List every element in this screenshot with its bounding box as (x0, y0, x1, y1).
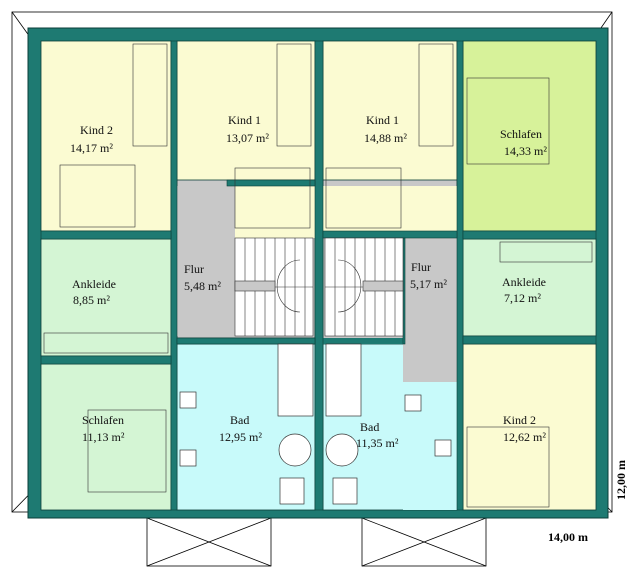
room-area: 5,17 m² (410, 277, 447, 291)
balcony-right (361, 517, 487, 567)
bath-fixtures (179, 343, 452, 505)
room-name: Schlafen (500, 127, 542, 141)
stairs-left (234, 237, 314, 337)
dimension-labels: 14,00 m 12,00 m (548, 460, 628, 544)
room-name: Kind 2 (503, 413, 536, 427)
room-name: Kind 1 (228, 113, 261, 127)
room-name: Ankleide (72, 277, 116, 291)
room-area: 7,12 m² (504, 291, 541, 305)
room-area: 14,88 m² (364, 131, 407, 145)
room-name: Bad (360, 420, 379, 434)
width-dimension: 14,00 m (548, 530, 588, 544)
beds (59, 77, 550, 508)
room-area: 8,85 m² (73, 293, 110, 307)
room-area: 12,62 m² (503, 430, 546, 444)
room-labels: Kind 2 14,17 m² Kind 1 13,07 m² Kind 1 1… (70, 113, 547, 450)
room-schlafen-sw (40, 363, 172, 511)
room-name: Flur (184, 262, 204, 276)
room-schlafen-ne (462, 40, 597, 232)
room-area: 11,35 m² (356, 436, 399, 450)
room-area: 5,48 m² (184, 279, 221, 293)
room-name: Kind 2 (80, 123, 113, 137)
depth-dimension: 12,00 m (614, 460, 628, 500)
room-area: 13,07 m² (226, 131, 269, 145)
stairs-right (324, 237, 404, 337)
room-name: Bad (230, 413, 249, 427)
room-name: Ankleide (502, 275, 546, 289)
room-area: 11,13 m² (82, 430, 125, 444)
balcony-left (146, 517, 272, 567)
wardrobes (43, 43, 593, 354)
interior-walls (40, 40, 597, 511)
room-name: Schlafen (82, 413, 124, 427)
bathtub-drain-icon (278, 433, 312, 467)
room-name: Kind 1 (366, 113, 399, 127)
room-name: Flur (411, 260, 431, 274)
room-area: 12,95 m² (219, 430, 262, 444)
room-area: 14,33 m² (504, 144, 547, 158)
room-area: 14,17 m² (70, 141, 113, 155)
